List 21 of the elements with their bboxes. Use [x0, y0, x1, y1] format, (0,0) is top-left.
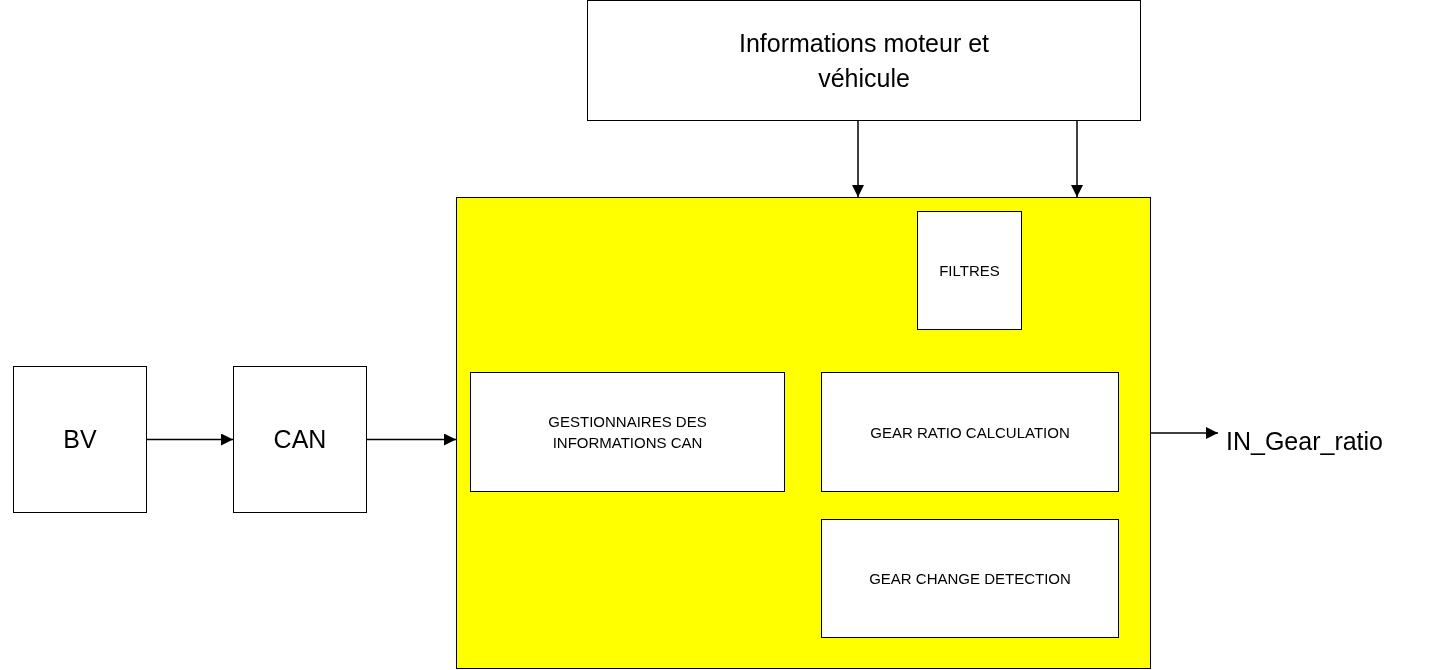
process-box	[587, 0, 1141, 121]
process-box	[13, 366, 147, 513]
output-label: IN_Gear_ratio	[1226, 425, 1384, 457]
box-label: GESTIONNAIRES DES INFORMATIONS CAN	[547, 412, 708, 453]
arrow	[852, 120, 864, 198]
function-box	[917, 211, 1022, 330]
box-label: GEAR RATIO CALCULATION	[869, 422, 1071, 443]
arrow	[146, 433, 234, 446]
box-label: CAN	[272, 424, 328, 455]
arrow	[366, 433, 457, 446]
box-label: FILTRES	[938, 261, 1001, 281]
arrow	[1150, 427, 1219, 439]
module-block	[456, 197, 1151, 669]
function-box	[821, 372, 1119, 492]
process-box	[233, 366, 367, 513]
box-label: GEAR CHANGE DETECTION	[868, 569, 1072, 589]
function-box	[821, 519, 1119, 638]
arrow	[1071, 120, 1083, 198]
box-label: Informations moteur et véhicule	[737, 27, 991, 94]
box-label: BV	[62, 424, 98, 455]
function-box	[470, 372, 785, 492]
